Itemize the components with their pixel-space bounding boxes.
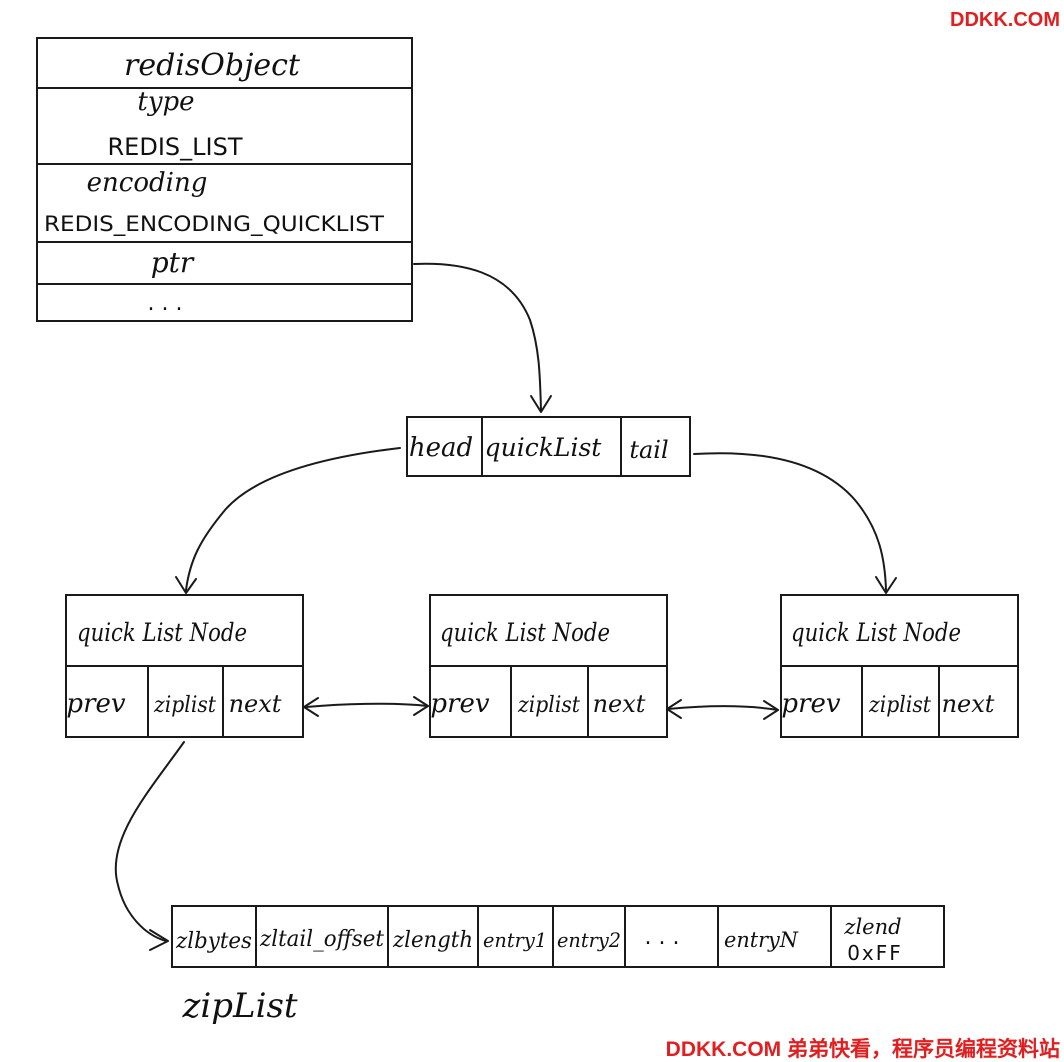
tail-to-last-node-arrow <box>693 452 897 594</box>
watermark-top: DDKK.COM <box>950 9 1060 31</box>
quicklist-box: head quickList tail <box>406 416 691 477</box>
ziplist-cell-entry1: entry1 <box>483 928 547 952</box>
ziplist-cell-entry2: entry2 <box>557 928 621 952</box>
quicklist-name-label: quickList <box>485 433 603 462</box>
redis-object-ptr-label: ptr <box>151 246 195 279</box>
node-1-next: next <box>229 690 282 718</box>
redis-object-box: redisObject type REDIS_LIST encoding RED… <box>36 37 413 322</box>
ptr-to-quicklist-arrow <box>413 262 552 413</box>
node-1-ziplist: ziplist <box>153 693 216 718</box>
quicklist-node-1: quick List Node prev ziplist next <box>65 594 304 738</box>
quicklist-tail-label: tail <box>629 436 668 464</box>
ziplist-cell-zlend-label: zlend <box>843 915 901 939</box>
node-3-title: quick List Node <box>791 618 961 647</box>
node-2-next: next <box>593 690 646 718</box>
watermark-bottom: DDKK.COM 弟弟快看，程序员编程资料站 <box>666 1037 1060 1061</box>
ziplist-cell-entryN: entryN <box>724 928 799 952</box>
quicklist-node-2: quick List Node prev ziplist next <box>429 594 668 738</box>
node-2-prev: prev <box>430 689 489 719</box>
node-2-ziplist: ziplist <box>517 693 580 718</box>
redis-object-encoding-value: REDIS_ENCODING_QUICKLIST <box>44 212 384 237</box>
ziplist-cell-zltail-offset: zltail_offset <box>259 927 384 952</box>
redis-object-encoding-label: encoding <box>87 168 208 198</box>
redis-object-type-value: REDIS_LIST <box>108 133 243 161</box>
node-2-title: quick List Node <box>440 618 610 647</box>
ziplist-caption: zipList <box>181 986 297 1026</box>
node-1-prev: prev <box>66 689 125 719</box>
ziplist-cell-ellipsis: . . . <box>645 925 680 950</box>
node-1-title: quick List Node <box>77 618 247 647</box>
quicklist-node-3: quick List Node prev ziplist next <box>780 594 1019 738</box>
node-3-next: next <box>942 690 995 718</box>
ziplist-cell-zlbytes: zlbytes <box>175 929 252 954</box>
node-2-3-link-arrow <box>666 699 779 720</box>
node-ziplist-to-ziplist-arrow <box>114 741 185 951</box>
redis-object-title: redisObject <box>124 48 301 83</box>
node-1-2-link-arrow <box>303 696 429 717</box>
ziplist-cell-zlend-value: 0xFF <box>847 941 903 965</box>
ziplist-cell-zlength: zlength <box>392 928 473 953</box>
head-to-first-node-arrow <box>175 447 401 594</box>
node-3-prev: prev <box>781 689 840 719</box>
node-3-ziplist: ziplist <box>868 693 931 718</box>
quicklist-head-label: head <box>409 433 473 463</box>
redis-object-more-label: . . . <box>148 291 183 316</box>
redis-object-type-label: type <box>137 87 194 117</box>
ziplist-box: zlbytes zltail_offset zlength entry1 ent… <box>171 905 945 968</box>
